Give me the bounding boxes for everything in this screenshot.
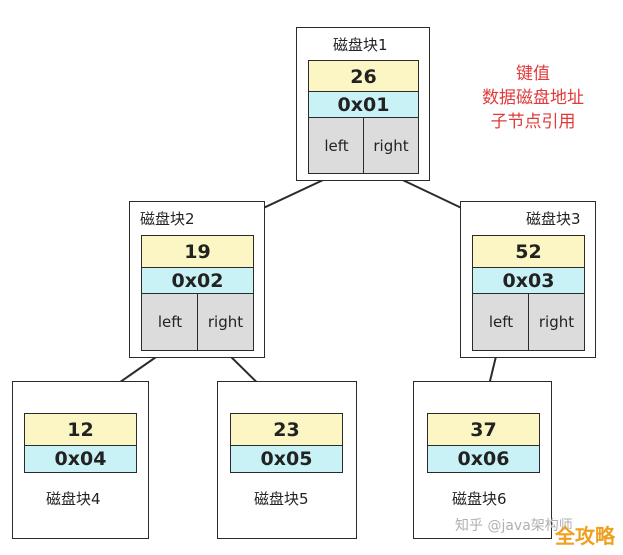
address-cell: 0x04	[24, 445, 137, 473]
watermark-logo: 全攻略	[555, 524, 615, 548]
disk-block-5: 23 0x05 磁盘块5	[217, 381, 357, 539]
key-cell: 37	[427, 413, 540, 447]
disk-block-4: 12 0x04 磁盘块4	[12, 381, 149, 539]
left-pointer-cell: left	[472, 293, 530, 351]
address-cell: 0x03	[472, 267, 585, 295]
key-cell: 52	[472, 235, 585, 269]
disk-block-label: 磁盘块6	[452, 490, 507, 508]
left-pointer-cell: left	[141, 293, 199, 351]
disk-block-6: 37 0x06 磁盘块6	[413, 381, 552, 539]
legend-key-label: 键值	[516, 64, 550, 84]
key-cell: 19	[141, 235, 254, 269]
right-pointer-cell: right	[197, 293, 254, 351]
address-cell: 0x05	[230, 445, 343, 473]
disk-block-label: 磁盘块5	[254, 490, 309, 508]
legend: 键值 数据磁盘地址 子节点引用	[458, 62, 608, 134]
disk-block-label: 磁盘块3	[526, 210, 581, 228]
key-cell: 12	[24, 413, 137, 447]
legend-address-label: 数据磁盘地址	[482, 88, 584, 108]
disk-block-label: 磁盘块4	[46, 490, 101, 508]
legend-child-reference-label: 子节点引用	[490, 112, 576, 132]
address-cell: 0x02	[141, 267, 254, 295]
left-pointer-cell: left	[308, 117, 365, 174]
right-pointer-cell: right	[363, 117, 419, 174]
watermark-source: 知乎 @java架构师	[455, 518, 573, 534]
disk-block-3: 磁盘块3 52 0x03 left right	[460, 201, 596, 358]
key-cell: 26	[308, 60, 419, 93]
key-cell: 23	[230, 413, 343, 447]
right-pointer-cell: right	[528, 293, 585, 351]
disk-block-1: 磁盘块1 26 0x01 left right	[296, 27, 430, 181]
disk-block-label: 磁盘块1	[333, 36, 388, 54]
address-cell: 0x01	[308, 91, 419, 119]
disk-block-2: 磁盘块2 19 0x02 left right	[129, 201, 265, 358]
address-cell: 0x06	[427, 445, 540, 473]
disk-block-label: 磁盘块2	[140, 210, 195, 228]
